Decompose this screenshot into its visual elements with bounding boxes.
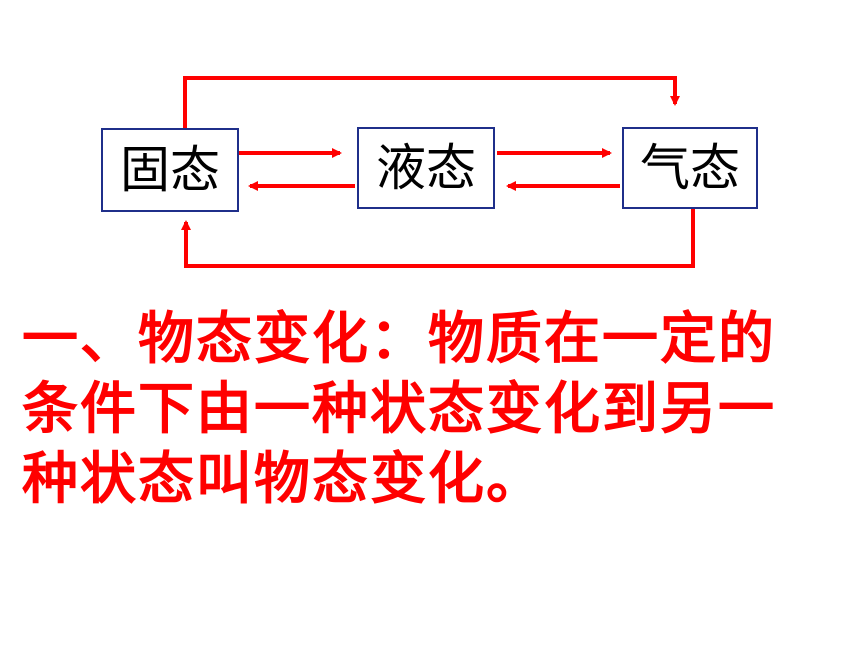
state-change-diagram bbox=[181, 76, 695, 268]
state-box-gas: 气态 bbox=[622, 127, 758, 209]
definition-line-3: 种状态叫物态变化。 bbox=[22, 447, 544, 512]
state-box-liquid: 液态 bbox=[357, 127, 495, 209]
definition-line-1: 一、物态变化：物质在一定的 bbox=[22, 307, 776, 372]
arrow-gas-to-solid bbox=[181, 200, 695, 268]
definition-text: 一、物态变化：物质在一定的 条件下由一种状态变化到另一 种状态叫物态变化。 bbox=[22, 305, 822, 515]
state-box-solid: 固态 bbox=[101, 128, 239, 212]
definition-line-2: 条件下由一种状态变化到另一 bbox=[22, 377, 776, 442]
arrow-solid-to-gas bbox=[183, 76, 680, 128]
